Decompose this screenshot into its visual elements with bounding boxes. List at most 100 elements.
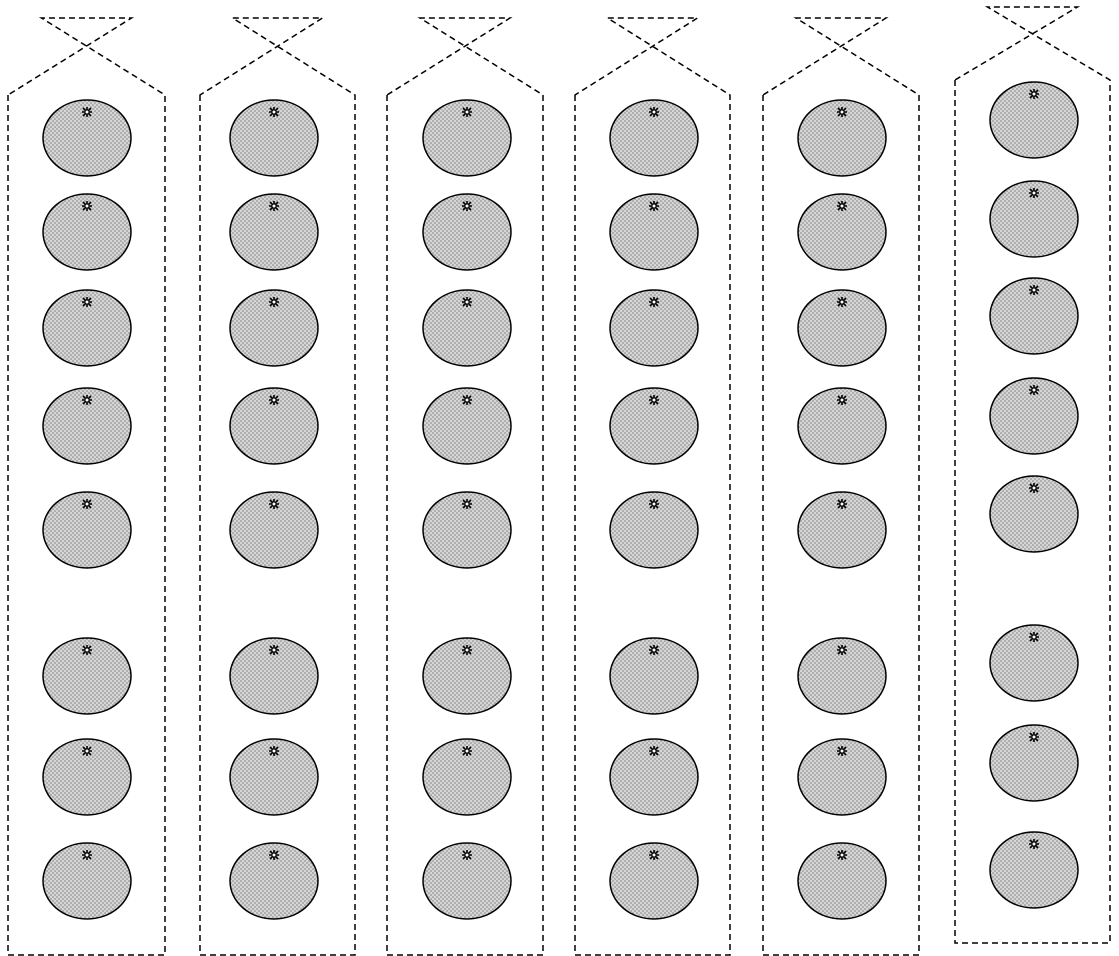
orange-stem-center (272, 110, 276, 114)
orange-icon (798, 843, 886, 919)
orange-icon (990, 278, 1078, 354)
orange-stem-center (85, 502, 89, 506)
orange-icon (230, 492, 318, 568)
orange-icon (610, 492, 698, 568)
orange-icon (423, 290, 511, 366)
orange-stem-center (1032, 191, 1036, 195)
orange-icon (610, 843, 698, 919)
orange-stem-center (85, 110, 89, 114)
orange-stem-center (1032, 288, 1036, 292)
orange-stem-center (652, 853, 656, 857)
orange-icon (798, 492, 886, 568)
orange-icon (43, 638, 131, 714)
orange-icon (610, 638, 698, 714)
orange-icon (230, 100, 318, 176)
orange-stem-center (652, 110, 656, 114)
orange-stem-center (465, 398, 469, 402)
orange-icon (990, 82, 1078, 158)
orange-stem-center (465, 853, 469, 857)
orange-stem-center (652, 749, 656, 753)
orange-stem-center (85, 749, 89, 753)
bag-2 (200, 18, 355, 955)
orange-stem-center (465, 502, 469, 506)
orange-stem-center (1032, 388, 1036, 392)
orange-icon (230, 194, 318, 270)
orange-icon (990, 378, 1078, 454)
orange-stem-center (1032, 842, 1036, 846)
bag-1 (8, 18, 165, 955)
orange-stem-center (1032, 635, 1036, 639)
orange-icon (990, 476, 1078, 552)
orange-icon (423, 194, 511, 270)
orange-stem-center (840, 110, 844, 114)
orange-stem-center (465, 648, 469, 652)
orange-stem-center (840, 398, 844, 402)
orange-icon (610, 739, 698, 815)
orange-icon (798, 100, 886, 176)
orange-stem-center (652, 648, 656, 652)
orange-stem-center (840, 749, 844, 753)
orange-icon (798, 638, 886, 714)
orange-stem-center (85, 204, 89, 208)
orange-icon (230, 638, 318, 714)
orange-stem-center (840, 502, 844, 506)
orange-icon (43, 388, 131, 464)
bag-3 (387, 18, 543, 955)
orange-icon (230, 843, 318, 919)
orange-icon (230, 739, 318, 815)
orange-stem-center (1032, 92, 1036, 96)
orange-icon (990, 181, 1078, 257)
orange-stem-center (85, 398, 89, 402)
orange-icon (43, 739, 131, 815)
orange-stem-center (85, 648, 89, 652)
orange-stem-center (840, 853, 844, 857)
orange-stem-center (272, 749, 276, 753)
orange-icon (610, 388, 698, 464)
orange-icon (423, 843, 511, 919)
orange-stem-center (272, 204, 276, 208)
orange-icon (230, 290, 318, 366)
orange-icon (230, 388, 318, 464)
orange-stem-center (465, 110, 469, 114)
orange-stem-center (272, 853, 276, 857)
orange-stem-center (465, 300, 469, 304)
orange-icon (423, 388, 511, 464)
orange-icon (610, 290, 698, 366)
bags-group (8, 7, 1110, 955)
orange-stem-center (1032, 735, 1036, 739)
bag-4 (575, 18, 730, 955)
orange-icon (798, 290, 886, 366)
orange-icon (798, 739, 886, 815)
orange-stem-center (652, 502, 656, 506)
orange-stem-center (272, 502, 276, 506)
orange-icon (43, 290, 131, 366)
orange-stem-center (465, 749, 469, 753)
orange-stem-center (85, 853, 89, 857)
orange-stem-center (272, 300, 276, 304)
orange-icon (43, 492, 131, 568)
orange-icon (610, 194, 698, 270)
orange-stem-center (840, 648, 844, 652)
orange-stem-center (652, 300, 656, 304)
orange-stem-center (85, 300, 89, 304)
orange-icon (423, 100, 511, 176)
orange-icon (43, 843, 131, 919)
bag-6 (955, 7, 1110, 943)
orange-icon (423, 638, 511, 714)
orange-icon (798, 194, 886, 270)
orange-icon (610, 100, 698, 176)
orange-icon (990, 625, 1078, 701)
orange-stem-center (840, 204, 844, 208)
orange-stem-center (1032, 486, 1036, 490)
orange-stem-center (652, 204, 656, 208)
orange-stem-center (465, 204, 469, 208)
orange-icon (423, 739, 511, 815)
orange-icon (798, 388, 886, 464)
orange-icon (990, 832, 1078, 908)
orange-icon (43, 100, 131, 176)
orange-icon (423, 492, 511, 568)
bag-5 (763, 18, 919, 955)
orange-icon (990, 725, 1078, 801)
orange-stem-center (272, 398, 276, 402)
